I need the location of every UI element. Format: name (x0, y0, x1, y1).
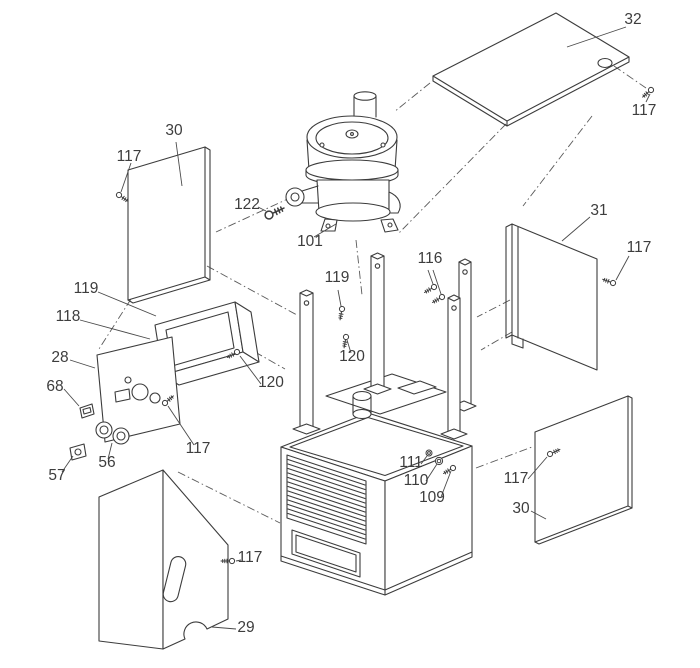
part-label-117-right: 117 (627, 239, 652, 256)
fastener-screw-116-b (430, 292, 447, 306)
assembly-axis-lines (98, 65, 647, 524)
frame-post-front-right (440, 294, 468, 440)
part-label-111: 111 (399, 454, 423, 471)
frame-post-back-left (363, 252, 392, 395)
fastener-screw-117-right-panel (601, 276, 617, 287)
fastener-screw-116-a (422, 282, 439, 296)
part-switch-57 (69, 443, 87, 461)
cabinet-drawer (291, 529, 361, 578)
part-inlet-duct-118 (154, 301, 260, 386)
part-button-68 (79, 403, 95, 419)
part-label-101: 101 (297, 233, 323, 250)
part-label-119-center: 119 (325, 269, 350, 286)
part-knobs-56 (95, 421, 130, 445)
part-label-30-left: 30 (165, 122, 183, 139)
part-label-122: 122 (234, 196, 260, 213)
fastener-screw-117-left-panel (114, 190, 131, 204)
part-label-116: 116 (418, 250, 443, 267)
part-frame-posts (292, 252, 477, 440)
part-side-panel-31 (505, 223, 598, 371)
fastener-screw-120-center (341, 333, 350, 349)
part-blower-motor-101 (285, 91, 401, 233)
part-label-56: 56 (98, 454, 115, 471)
part-main-cabinet (280, 412, 473, 596)
part-label-120-center: 120 (339, 348, 365, 365)
part-label-68: 68 (46, 378, 63, 395)
part-label-117-wrap: 117 (238, 549, 263, 566)
part-wrap-panel-29 (98, 469, 229, 650)
part-label-117-left: 117 (117, 148, 142, 165)
part-label-117-lower-right: 117 (504, 470, 529, 487)
fastener-screw-117-top-right (640, 85, 656, 100)
part-side-panel-30-right (534, 395, 633, 545)
part-label-117-top-right: 117 (632, 102, 657, 119)
leader-lines (61, 26, 651, 630)
fastener-nut-111 (425, 449, 433, 457)
part-top-panel-32 (432, 12, 630, 127)
part-label-28: 28 (51, 349, 68, 366)
part-label-120-left: 120 (258, 374, 284, 391)
part-label-118: 118 (56, 308, 81, 325)
frame-post-front-left (292, 289, 321, 435)
part-label-29: 29 (237, 619, 254, 636)
part-label-117-plate: 117 (186, 440, 211, 457)
part-label-31: 31 (590, 202, 607, 219)
part-label-57: 57 (48, 467, 65, 484)
part-inner-platform (325, 373, 447, 420)
part-label-119-left: 119 (74, 280, 99, 297)
part-control-plate-28 (69, 336, 181, 461)
part-label-32: 32 (624, 11, 641, 28)
fastener-screw-119 (337, 305, 346, 321)
fastener-washer-110 (434, 456, 444, 466)
part-label-30-right: 30 (512, 500, 530, 517)
part-label-110: 110 (404, 472, 429, 489)
part-side-panel-30-left (127, 146, 211, 304)
fastener-bolt-122 (263, 203, 287, 221)
part-label-109: 109 (419, 489, 445, 506)
cabinet-louver-panel (286, 454, 367, 545)
